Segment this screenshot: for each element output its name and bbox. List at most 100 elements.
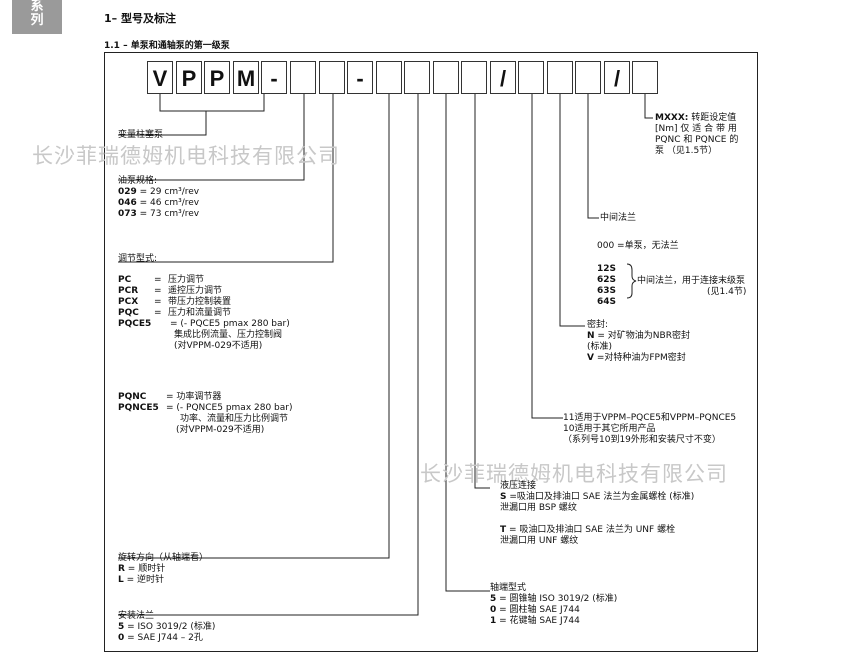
control-code: PQC bbox=[118, 308, 139, 318]
pqce5-note-2: (对VPPM-029不适用) bbox=[174, 341, 263, 351]
control-item-pqce5: PQCE5= (- PQCE5 pmax 280 bar) bbox=[118, 319, 290, 330]
mount-code: 5 bbox=[118, 622, 125, 632]
watermark-2: 长沙菲瑞德姆机电科技有限公司 bbox=[420, 462, 728, 486]
code-cell-18 bbox=[632, 61, 658, 94]
series-block: 11适用于VPPM–PQCE5和VPPM–PQNCE5 10适用于其它所用产品 … bbox=[563, 413, 736, 446]
shaft-item: 5 = 圆锥轴 ISO 3019/2 (标准) bbox=[490, 594, 617, 605]
shaft-desc: = 圆锥轴 ISO 3019/2 (标准) bbox=[496, 594, 618, 604]
hydraulic-code: S bbox=[500, 492, 507, 502]
flange-code: 12S bbox=[597, 264, 617, 274]
flange-code: 63S bbox=[597, 286, 617, 296]
shaft-desc: = 圆柱轴 SAE J744 bbox=[496, 605, 580, 615]
pqnc-block: PQNC = 功率调节器 PQNCE5= (- PQNCE5 pmax 280 b… bbox=[118, 392, 292, 436]
code-cell-16 bbox=[575, 61, 601, 94]
control-item: PCX = 带压力控制装置 bbox=[118, 297, 290, 308]
code-cell-10 bbox=[404, 61, 430, 94]
mount-item: 0 = SAE J744 – 2孔 bbox=[118, 633, 215, 644]
code-cell-17: / bbox=[604, 61, 630, 94]
code-cell-11 bbox=[433, 61, 459, 94]
size-item: 029 = 29 cm³/rev bbox=[118, 187, 199, 198]
shaft-desc: = 花键轴 SAE J744 bbox=[496, 616, 580, 626]
code-cell-13: / bbox=[490, 61, 516, 94]
seal-note: (标准) bbox=[587, 342, 613, 352]
series-line-3: （系列号10到19外形和安装尺寸不变） bbox=[563, 435, 721, 445]
mount-code: 0 bbox=[118, 633, 125, 643]
control-item-pqnce5: PQNCE5= (- PQNCE5 pmax 280 bar) bbox=[118, 403, 292, 414]
rotation-item: L = 逆时针 bbox=[118, 575, 208, 586]
control-code: PC bbox=[118, 275, 132, 285]
size-block: 油泵规格: 029 = 29 cm³/rev 046 = 46 cm³/rev … bbox=[118, 176, 199, 220]
flange-desc-2: (见1.4节) bbox=[707, 287, 747, 297]
control-desc: = (- PQNCE5 pmax 280 bar) bbox=[166, 403, 293, 413]
control-item-pqnc: PQNC = 功率调节器 bbox=[118, 392, 292, 403]
control-item: PQC = 压力和流量调节 bbox=[118, 308, 290, 319]
control-desc: 压力和流量调节 bbox=[168, 308, 232, 318]
mxxx-line-2: [Nm] 仅 适 合 带 用 bbox=[655, 124, 737, 134]
hydraulic-block: 液压连接 S =吸油口及排油口 SAE 法兰为金属螺栓 (标准) 泄漏口用 BS… bbox=[500, 481, 694, 547]
code-cell-15 bbox=[547, 61, 573, 94]
code-cell-6 bbox=[290, 61, 316, 94]
hydraulic-desc: =吸油口及排油口 SAE 法兰为金属螺栓 (标准) bbox=[506, 492, 695, 502]
watermark-1: 长沙菲瑞德姆机电科技有限公司 bbox=[32, 144, 340, 168]
series-tab-char-1: 系 bbox=[30, 0, 44, 14]
control-desc: 带压力控制装置 bbox=[168, 297, 232, 307]
mxxx-line: MXXX: 转距设定值 bbox=[655, 113, 738, 124]
code-cell-2: P bbox=[176, 61, 202, 94]
shaft-block: 轴端型式 5 = 圆锥轴 ISO 3019/2 (标准) 0 = 圆柱轴 SAE… bbox=[490, 583, 617, 627]
control-block: 调节型式: PC=压力调节 PCR=遥控压力调节 PCX=带压力控制装置 PQC… bbox=[118, 254, 290, 352]
control-code: PCR bbox=[118, 286, 139, 296]
pump-type-label: 变量柱塞泵 bbox=[118, 130, 164, 140]
control-title: 调节型式: bbox=[118, 254, 158, 264]
control-desc: = (- PQCE5 pmax 280 bar) bbox=[170, 319, 290, 329]
control-code: PQNC bbox=[118, 392, 147, 402]
code-cell-9 bbox=[376, 61, 402, 94]
subsection-title: 1.1 – 单泵和通轴泵的第一级泵 bbox=[104, 41, 230, 51]
control-code: PCX bbox=[118, 297, 139, 307]
mxxx-code: MXXX: bbox=[655, 113, 689, 123]
code-cell-8: - bbox=[347, 61, 373, 94]
mount-title: 安装法兰 bbox=[118, 611, 155, 621]
series-tab: 系 列 bbox=[12, 0, 62, 34]
pqnce5-note-1: 功率、流量和压力比例调节 bbox=[180, 414, 289, 424]
series-line-1: 11适用于VPPM–PQCE5和VPPM–PQNCE5 bbox=[563, 413, 737, 423]
mount-desc: = ISO 3019/2 (标准) bbox=[124, 622, 216, 632]
control-eq: = bbox=[154, 275, 162, 285]
control-desc: 遥控压力调节 bbox=[168, 286, 223, 296]
rotation-desc: = 逆时针 bbox=[123, 575, 165, 585]
seal-desc: = 对矿物油为NBR密封 bbox=[594, 331, 690, 341]
size-item: 046 = 46 cm³/rev bbox=[118, 198, 199, 209]
hydraulic-desc: = 吸油口及排油口 SAE 法兰为 UNF 螺栓 bbox=[506, 525, 676, 535]
seal-code: N bbox=[587, 331, 595, 341]
seal-title: 密封: bbox=[587, 320, 609, 330]
seal-code: V bbox=[587, 353, 594, 363]
seal-item: V =对特种油为FPM密封 bbox=[587, 353, 690, 364]
control-eq: = bbox=[154, 286, 162, 296]
hydraulic-note: 泄漏口用 BSP 螺纹 bbox=[500, 503, 577, 513]
seal-desc: =对特种油为FPM密封 bbox=[593, 353, 686, 363]
size-desc: = 73 cm³/rev bbox=[136, 209, 200, 219]
hydraulic-item: T = 吸油口及排油口 SAE 法兰为 UNF 螺栓 bbox=[500, 525, 694, 536]
control-item: PCR = 遥控压力调节 bbox=[118, 286, 290, 297]
mxxx-line-3: PQNC 和 PQNCE 的 bbox=[655, 135, 739, 145]
size-desc: = 46 cm³/rev bbox=[136, 198, 200, 208]
control-eq: = bbox=[154, 308, 162, 318]
hydraulic-item: S =吸油口及排油口 SAE 法兰为金属螺栓 (标准) bbox=[500, 492, 694, 503]
flange-desc: 中间法兰，用于连接末级泵 (见1.4节) bbox=[637, 276, 746, 298]
mount-item: 5 = ISO 3019/2 (标准) bbox=[118, 622, 215, 633]
control-desc: = 功率调节器 bbox=[166, 392, 222, 402]
shaft-item: 1 = 花键轴 SAE J744 bbox=[490, 616, 617, 627]
flange-code: 62S bbox=[597, 275, 617, 285]
hydraulic-code: T bbox=[500, 525, 507, 535]
size-desc: = 29 cm³/rev bbox=[136, 187, 200, 197]
control-item: PC=压力调节 bbox=[118, 275, 290, 286]
mid-flange-title: 中间法兰 bbox=[600, 213, 637, 223]
rotation-desc: = 顺时针 bbox=[124, 564, 166, 574]
code-cell-12 bbox=[461, 61, 487, 94]
control-eq: = bbox=[154, 297, 162, 307]
size-item: 073 = 73 cm³/rev bbox=[118, 209, 199, 220]
code-cell-7 bbox=[319, 61, 345, 94]
rotation-block: 旋转方向（从轴端看） R = 顺时针 L = 逆时针 bbox=[118, 553, 208, 586]
flange-000: 000 =单泵，无法兰 bbox=[597, 241, 679, 251]
hydraulic-title: 液压连接 bbox=[500, 481, 537, 491]
shaft-item: 0 = 圆柱轴 SAE J744 bbox=[490, 605, 617, 616]
